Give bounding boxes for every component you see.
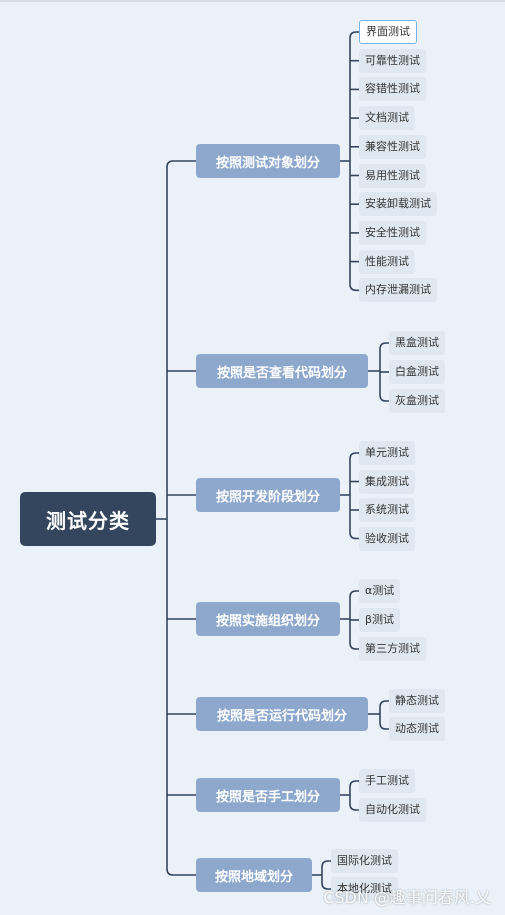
leaf-node[interactable]: 系统测试 [359,498,415,522]
category-node-object[interactable]: 按照测试对象划分 [196,144,340,178]
leaf-node[interactable]: 自动化测试 [359,798,426,822]
leaf-connector [321,882,331,890]
category-node-code-execution[interactable]: 按照是否运行代码划分 [196,697,368,731]
leaf-node[interactable]: 手工测试 [359,769,415,793]
leaf-node[interactable]: 易用性测试 [359,163,426,188]
leaf-connector [349,31,359,39]
leaf-connector [379,722,389,730]
top-border [0,0,505,2]
leaf-node[interactable]: 本地化测试 [331,877,398,901]
leaf-node[interactable]: 静态测试 [389,689,445,713]
root-node[interactable]: 测试分类 [20,492,156,546]
leaf-node[interactable]: 安装卸载测试 [359,192,437,217]
leaf-node[interactable]: 黑盒测试 [389,331,445,355]
category-node-region[interactable]: 按照地域划分 [196,858,312,892]
leaf-connector [349,452,359,460]
leaf-node[interactable]: 文档测试 [359,106,415,131]
leaf-connector [379,700,389,708]
leaf-connector [321,860,331,868]
leaf-node[interactable]: 国际化测试 [331,849,398,873]
category-connector [166,160,196,168]
leaf-node[interactable]: 第三方测试 [359,637,426,661]
leaf-connector [349,642,359,650]
leaf-node[interactable]: 集成测试 [359,469,415,494]
leaf-connector [379,342,389,350]
category-node-code-visibility[interactable]: 按照是否查看代码划分 [196,354,368,388]
leaf-node[interactable]: 界面测试 [359,20,417,44]
leaf-node[interactable]: 内存泄漏测试 [359,278,437,303]
watermark: CSDN @趣事问春风.乂 [323,888,491,907]
leaf-connector [349,284,359,292]
leaf-node[interactable]: 验收测试 [359,526,415,551]
leaf-node[interactable]: 性能测试 [359,249,415,274]
leaf-node[interactable]: 可靠性测试 [359,48,426,73]
leaf-connector [349,780,359,788]
category-node-dev-stage[interactable]: 按照开发阶段划分 [196,478,340,512]
leaf-connector [349,590,359,598]
leaf-node[interactable]: 兼容性测试 [359,134,426,159]
leaf-node[interactable]: 白盒测试 [389,360,445,384]
leaf-connector [349,803,359,811]
category-connector [166,868,196,876]
leaf-node[interactable]: β测试 [359,608,401,632]
leaf-node[interactable]: 安全性测试 [359,220,426,245]
leaf-connector [379,394,389,402]
leaf-connector [349,532,359,540]
leaf-node[interactable]: 灰盒测试 [389,389,445,413]
category-node-manual[interactable]: 按照是否手工划分 [196,778,340,812]
leaf-node[interactable]: 容错性测试 [359,77,426,102]
leaf-node[interactable]: 单元测试 [359,441,415,465]
leaf-node[interactable]: 动态测试 [389,717,445,741]
category-node-organization[interactable]: 按照实施组织划分 [196,602,340,636]
leaf-node[interactable]: α测试 [359,579,401,603]
